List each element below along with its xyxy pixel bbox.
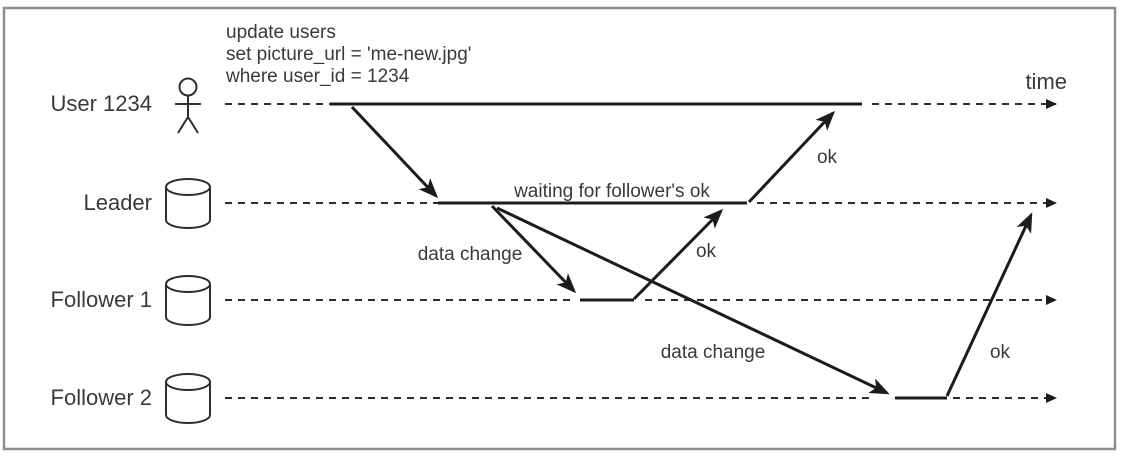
- query-line-3: where user_id = 1234: [225, 66, 410, 87]
- actor-label-leader: Leader: [83, 190, 152, 215]
- query-line-1: update users: [226, 22, 336, 43]
- actor-label-follower2: Follower 2: [51, 385, 152, 410]
- query-line-2: set picture_url = 'me-new.jpg': [226, 44, 471, 65]
- database-icon-follower1: [165, 275, 211, 326]
- actor-label-follower1: Follower 1: [51, 287, 152, 312]
- database-icon-leader: [165, 178, 211, 229]
- message-arrow-update-user-to-leader: [350, 105, 439, 199]
- person-icon: [175, 77, 201, 134]
- waiting-note: waiting for follower's ok: [513, 181, 710, 202]
- query-text: update users set picture_url = 'me-new.j…: [225, 22, 471, 87]
- actor-label-user: User 1234: [50, 91, 152, 116]
- message-arrow-ok-follower2-to-leader: [945, 212, 1033, 397]
- message-label-ok-1: ok: [696, 241, 717, 262]
- message-label-data-change-1: data change: [418, 244, 523, 265]
- database-icon-follower2: [165, 373, 211, 424]
- message-label-ok-2: ok: [817, 147, 838, 168]
- message-arrow-ok-leader-to-user: [747, 110, 836, 204]
- message-label-ok-3: ok: [990, 342, 1011, 363]
- message-label-data-change-2: data change: [661, 342, 766, 363]
- message-arrow-data-change-leader-to-follower2: [496, 206, 890, 395]
- message-arrow-data-change-leader-to-follower1: [490, 204, 577, 294]
- time-axis-label: time: [1025, 69, 1067, 94]
- message-arrow-ok-follower1-to-leader: [632, 208, 724, 301]
